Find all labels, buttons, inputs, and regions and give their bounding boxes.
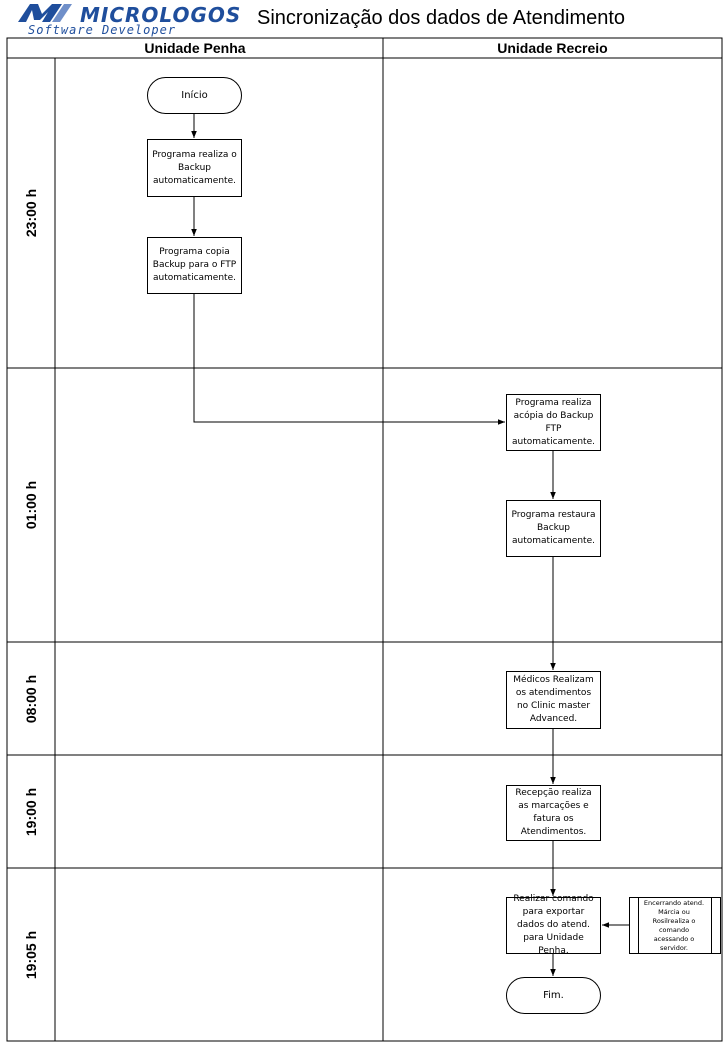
logo-name: MICROLOGOS bbox=[80, 3, 242, 27]
connector-ftp-recreio bbox=[193, 294, 505, 425]
time-lane-0800: 08:00 h bbox=[7, 642, 55, 755]
logo-tagline: Software Developer bbox=[28, 23, 177, 37]
process-copia-backup-ftp: Programa realiza acópia do Backup FTP au… bbox=[506, 394, 601, 451]
process-restaura-backup: Programa restaura Backup automaticamente… bbox=[506, 500, 601, 557]
time-label-1900: 19:00 h bbox=[23, 787, 39, 836]
time-label-2300: 23:00 h bbox=[23, 188, 39, 238]
time-lane-1900: 19:00 h bbox=[7, 755, 55, 868]
column-header-penha: Unidade Penha bbox=[144, 40, 246, 56]
column-header-recreio: Unidade Recreio bbox=[497, 40, 608, 56]
micrologos-logo-mark bbox=[18, 4, 72, 22]
predefined-process-encerrando: Encerrando atend. Márcia ou Rosilrealiza… bbox=[629, 897, 721, 954]
process-copia-ftp: Programa copia Backup para o FTP automat… bbox=[147, 237, 242, 294]
time-label-0100: 01:00 h bbox=[23, 480, 39, 530]
time-lane-0100: 01:00 h bbox=[7, 368, 55, 642]
process-backup: Programa realiza o Backup automaticament… bbox=[147, 139, 242, 197]
micrologos-logo: MICROLOGOS Software Developer bbox=[6, 2, 242, 38]
process-recepcao-marcacoes: Recepção realiza as marcações e fatura o… bbox=[506, 785, 601, 841]
time-label-1905: 19:05 h bbox=[23, 930, 39, 979]
start-terminal: Início bbox=[147, 77, 242, 114]
time-label-0800: 08:00 h bbox=[23, 674, 39, 723]
lane-grid bbox=[6, 37, 723, 1042]
time-lane-2300: 23:00 h bbox=[7, 58, 55, 368]
page-title: Sincronização dos dados de Atendimento bbox=[257, 7, 626, 29]
process-exportar-dados: Realizar comando para exportar dados do … bbox=[506, 894, 601, 956]
end-terminal: Fim. bbox=[506, 977, 601, 1014]
time-lane-1905: 19:05 h bbox=[7, 868, 55, 1041]
process-medicos-atendimentos: Médicos Realizam os atendimentos no Clin… bbox=[506, 671, 601, 729]
